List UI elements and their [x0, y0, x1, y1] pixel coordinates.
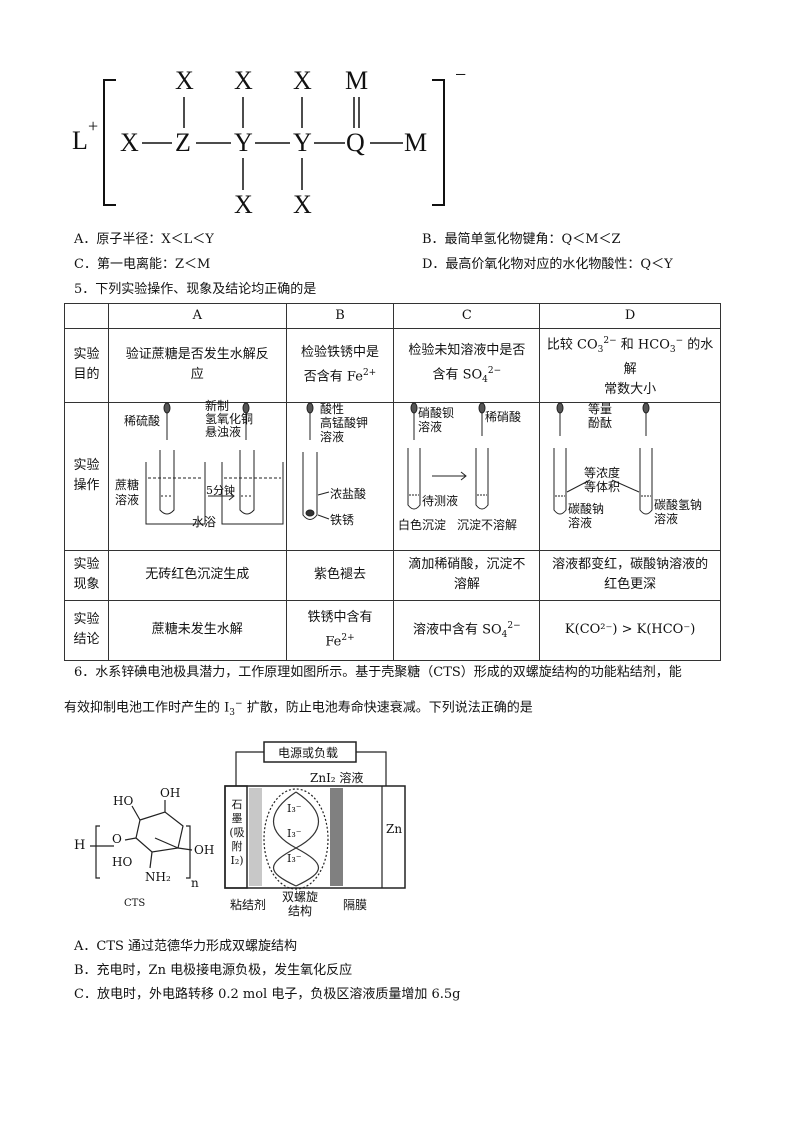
conclusion-a: 蔗糖未发生水解: [107, 599, 287, 661]
row-label-conclusion: 实验结论: [64, 599, 109, 661]
option-c: C．第一电离能：Z＜M: [74, 257, 211, 272]
option-b: B．充电时，Zn 电极接电源负极，发生氧化反应: [74, 963, 353, 978]
purpose-d: 比较 CO32− 和 HCO3− 的水解常数大小: [539, 328, 721, 403]
i3-ion: I₃⁻: [287, 802, 302, 815]
power-or-load-label: 电源或负载: [278, 746, 339, 760]
label-ba-no3: 硝酸钡溶液: [418, 406, 455, 434]
atom-y: Y: [234, 128, 253, 157]
label-dilute-sulfuric-acid: 稀硫酸: [124, 414, 161, 428]
atom-x: X: [293, 190, 312, 219]
phenomenon-c: 滴加稀硝酸，沉淀不溶解: [393, 549, 541, 601]
atom-z: Z: [175, 128, 191, 157]
cts-oh-right: OH: [194, 843, 215, 857]
header-col-b: B: [285, 303, 395, 329]
i3-ion: I₃⁻: [287, 827, 302, 840]
cts-n: n: [191, 876, 199, 890]
header-col-d: D: [539, 303, 721, 329]
cts-o: O: [112, 832, 122, 846]
phenomenon-a: 无砖红色沉淀生成: [107, 549, 287, 601]
atom-m: M: [345, 66, 369, 95]
atom-x: X: [120, 128, 139, 157]
zn-electrode-label: Zn: [386, 822, 403, 836]
purpose-a: 验证蔗糖是否发生水解反应: [107, 328, 287, 403]
label-nahco3: 碳酸氢钠溶液: [654, 498, 703, 526]
row-label-phenomenon: 实验现象: [64, 549, 109, 601]
label-dilute-nitric-acid: 稀硝酸: [485, 410, 522, 424]
label-kmno4: 酸性高锰酸钾溶液: [320, 402, 369, 444]
atom-m: M: [404, 128, 428, 157]
option-b: B．最简单氢化物键角：Q＜M＜Z: [422, 232, 621, 247]
conclusion-d: K(CO²⁻) > K(HCO⁻): [539, 599, 721, 661]
question-6-stem-line2: 有效抑制电池工作时产生的 I3− 扩散，防止电池寿命快速衰减。下列说法正确的是: [64, 699, 533, 718]
atom-y: Y: [293, 128, 312, 157]
phenomenon-b: 紫色褪去: [285, 549, 395, 601]
cts-nh2: NH₂: [145, 870, 171, 884]
option-d: D．最高价氧化物对应的水化物酸性：Q＜Y: [422, 257, 673, 272]
label-conc-hcl: 浓盐酸: [330, 487, 367, 501]
question-6-stem-line1: 6．水系锌碘电池极具潜力，工作原理如图所示。基于壳聚糖（CTS）形成的双螺旋结构…: [74, 665, 682, 680]
atom-x: X: [234, 190, 253, 219]
row-label-operation: 实验操作: [64, 401, 109, 551]
label-na2co3: 碳酸钠溶液: [568, 502, 605, 530]
header-empty: [64, 303, 109, 329]
label-5min: 5分钟: [206, 484, 235, 497]
label-precipitate-insoluble: 沉淀不溶解: [457, 518, 518, 532]
cts-ho-top: HO: [113, 794, 134, 808]
cts-caption: CTS: [124, 898, 146, 909]
atom-x: X: [234, 66, 253, 95]
i3-ion: I₃⁻: [287, 852, 302, 865]
label-phenolphthalein: 等量酚酞: [588, 402, 613, 430]
binder-label: 粘结剂: [230, 898, 267, 912]
label-cuoh2: 新制氢氧化铜悬浊液: [205, 399, 254, 439]
cts-h: H: [74, 838, 86, 853]
phenomenon-d: 溶液都变红，碳酸钠溶液的红色更深: [539, 549, 721, 601]
structure-bonds: [103, 79, 445, 206]
label-white-precipitate: 白色沉淀: [398, 518, 447, 532]
question-5-stem: 5．下列实验操作、现象及结论均正确的是: [74, 282, 317, 297]
anion-charge: −: [455, 64, 467, 86]
purpose-c: 检验未知溶液中是否含有 SO42−: [393, 328, 541, 403]
option-a: A．CTS 通过范德华力形成双螺旋结构: [74, 939, 298, 954]
atom-x: X: [175, 66, 194, 95]
cation-l: L: [72, 126, 88, 155]
header-col-a: A: [107, 303, 287, 329]
membrane-label: 隔膜: [343, 898, 368, 912]
label-water-bath: 水浴: [192, 515, 217, 529]
header-col-c: C: [393, 303, 541, 329]
label-equal-conc: 等浓度等体积: [584, 466, 621, 494]
double-helix-label: 双螺旋结构: [282, 890, 319, 918]
label-sucrose-solution: 蔗糖溶液: [115, 478, 140, 507]
purpose-b: 检验铁锈中是否含有 Fe2+: [285, 328, 395, 403]
electrolyte-label: ZnI₂ 溶液: [310, 771, 364, 785]
operation-d: [539, 401, 721, 551]
row-label-purpose: 实验目的: [64, 328, 109, 403]
option-c: C．放电时，外电路转移 0.2 mol 电子，负极区溶液质量增加 6.5g: [74, 987, 461, 1002]
atom-q: Q: [346, 128, 365, 157]
cts-oh-top: OH: [160, 786, 181, 800]
option-a: A．原子半径：X＜L＜Y: [74, 232, 214, 247]
experiment-table: A B C D 实验目的 验证蔗糖是否发生水解反应 检验铁锈中是否含有 Fe2+…: [64, 303, 721, 661]
label-rust: 铁锈: [330, 513, 355, 527]
conclusion-c: 溶液中含有 SO42−: [393, 599, 541, 661]
cation-charge: +: [88, 116, 99, 136]
label-test-solution: 待测液: [422, 494, 459, 508]
atom-x: X: [293, 66, 312, 95]
cts-ho-bottom: HO: [112, 855, 133, 869]
